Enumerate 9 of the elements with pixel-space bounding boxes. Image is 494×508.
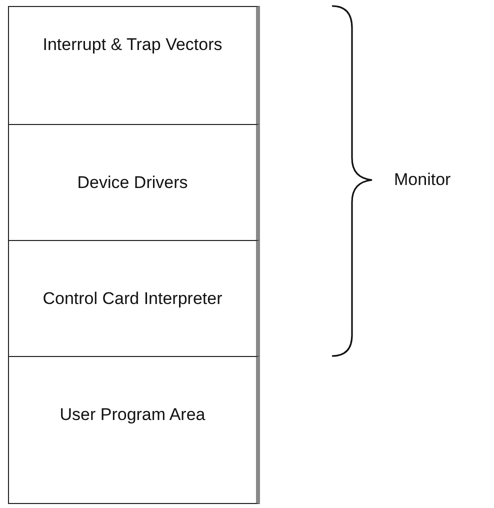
memory-region bbox=[8, 124, 260, 242]
region-label: User Program Area bbox=[58, 404, 206, 426]
memory-region bbox=[8, 240, 260, 358]
region-label: Device Drivers bbox=[76, 172, 189, 194]
brace-label: Monitor bbox=[394, 170, 451, 190]
memory-region bbox=[8, 356, 260, 504]
memory-region bbox=[8, 6, 260, 126]
region-label: Interrupt & Trap Vectors bbox=[42, 34, 224, 56]
region-label: Control Card Interpreter bbox=[42, 288, 224, 310]
